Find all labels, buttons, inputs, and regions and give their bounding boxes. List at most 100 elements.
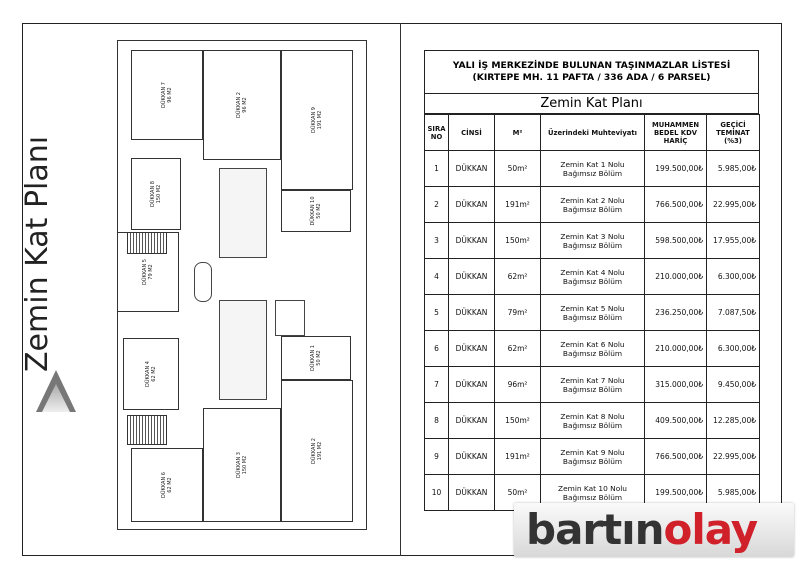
cell-deposit: 7.087,50₺ bbox=[706, 294, 760, 331]
cell-deposit: 17.955,00₺ bbox=[706, 222, 760, 259]
cell-deposit: 6.300,00₺ bbox=[706, 258, 760, 295]
col-header-m2: M² bbox=[494, 114, 541, 151]
side-title: Zemin Kat Planı bbox=[20, 135, 60, 372]
plan-stair-centre bbox=[194, 262, 212, 302]
cell-no: 3 bbox=[424, 222, 449, 259]
cell-no: 6 bbox=[424, 330, 449, 367]
cell-m2: 150m² bbox=[494, 402, 541, 439]
cell-m2: 50m² bbox=[494, 150, 541, 187]
cell-m2: 62m² bbox=[494, 330, 541, 367]
north-arrow-icon bbox=[36, 370, 76, 412]
col-header-price: MUHAMMEN BEDEL KDV HARİÇ bbox=[644, 114, 707, 151]
table-title: YALI İŞ MERKEZİNDE BULUNAN TAŞINMAZLAR L… bbox=[424, 50, 759, 94]
cell-type: DÜKKAN bbox=[448, 402, 495, 439]
cell-no: 8 bbox=[424, 402, 449, 439]
col-header-type: CİNSİ bbox=[448, 114, 495, 151]
cell-no: 1 bbox=[424, 150, 449, 187]
cell-type: DÜKKAN bbox=[448, 438, 495, 475]
cell-type: DÜKKAN bbox=[448, 330, 495, 367]
plan-landing-right bbox=[275, 300, 305, 336]
bartinolay-logo: bartınolay bbox=[514, 503, 794, 557]
cell-m2: 96m² bbox=[494, 366, 541, 403]
cell-no: 9 bbox=[424, 438, 449, 475]
cell-price: 598.500,00₺ bbox=[644, 222, 707, 259]
cell-m2: 62m² bbox=[494, 258, 541, 295]
plan-stair-top bbox=[127, 232, 167, 254]
cell-type: DÜKKAN bbox=[448, 222, 495, 259]
table-title-line1: YALI İŞ MERKEZİNDE BULUNAN TAŞINMAZLAR L… bbox=[452, 60, 731, 71]
cell-deposit: 22.995,00₺ bbox=[706, 438, 760, 475]
cell-m2: 79m² bbox=[494, 294, 541, 331]
cell-no: 5 bbox=[424, 294, 449, 331]
property-table: SIRA NO CİNSİ M² Üzerindeki Muhteviyatı … bbox=[424, 114, 760, 511]
col-header-no: SIRA NO bbox=[424, 114, 449, 151]
cell-m2: 191m² bbox=[494, 186, 541, 223]
cell-type: DÜKKAN bbox=[448, 366, 495, 403]
cell-deposit: 12.285,00₺ bbox=[706, 402, 760, 439]
logo-text-2: olay bbox=[663, 505, 759, 554]
plan-core-top bbox=[219, 168, 267, 258]
cell-price: 766.500,00₺ bbox=[644, 186, 707, 223]
cell-type: DÜKKAN bbox=[448, 186, 495, 223]
cell-deposit: 9.450,00₺ bbox=[706, 366, 760, 403]
cell-deposit: 5.985,00₺ bbox=[706, 150, 760, 187]
logo-text-1: bartın bbox=[526, 505, 664, 554]
cell-price: 210.000,00₺ bbox=[644, 258, 707, 295]
plan-stair-bottom bbox=[127, 415, 167, 445]
cell-type: DÜKKAN bbox=[448, 294, 495, 331]
cell-deposit: 6.300,00₺ bbox=[706, 330, 760, 367]
cell-type: DÜKKAN bbox=[448, 258, 495, 295]
cell-m2: 150m² bbox=[494, 222, 541, 259]
col-header-deposit: GEÇİCİ TEMİNAT (%3) bbox=[706, 114, 760, 151]
cell-type: DÜKKAN bbox=[448, 150, 495, 187]
cell-price: 315.000,00₺ bbox=[644, 366, 707, 403]
table-header-row: SIRA NO CİNSİ M² Üzerindeki Muhteviyatı … bbox=[424, 114, 760, 151]
side-title-text: Zemin Kat Planı bbox=[20, 135, 55, 372]
page-divider bbox=[400, 23, 401, 556]
cell-price: 199.500,00₺ bbox=[644, 150, 707, 187]
cell-no: 7 bbox=[424, 366, 449, 403]
table-subtitle: Zemin Kat Planı bbox=[424, 94, 759, 114]
table-title-line2: (KIRTEPE MH. 11 PAFTA / 336 ADA / 6 PARS… bbox=[472, 72, 711, 83]
cell-price: 236.250,00₺ bbox=[644, 294, 707, 331]
cell-no: 10 bbox=[424, 474, 449, 511]
cell-type: DÜKKAN bbox=[448, 474, 495, 511]
cell-deposit: 22.995,00₺ bbox=[706, 186, 760, 223]
page-frame bbox=[22, 23, 782, 556]
col-header-desc: Üzerindeki Muhteviyatı bbox=[540, 114, 645, 151]
cell-price: 409.500,00₺ bbox=[644, 402, 707, 439]
cell-no: 2 bbox=[424, 186, 449, 223]
cell-price: 766.500,00₺ bbox=[644, 438, 707, 475]
cell-m2: 191m² bbox=[494, 438, 541, 475]
cell-price: 210.000,00₺ bbox=[644, 330, 707, 367]
